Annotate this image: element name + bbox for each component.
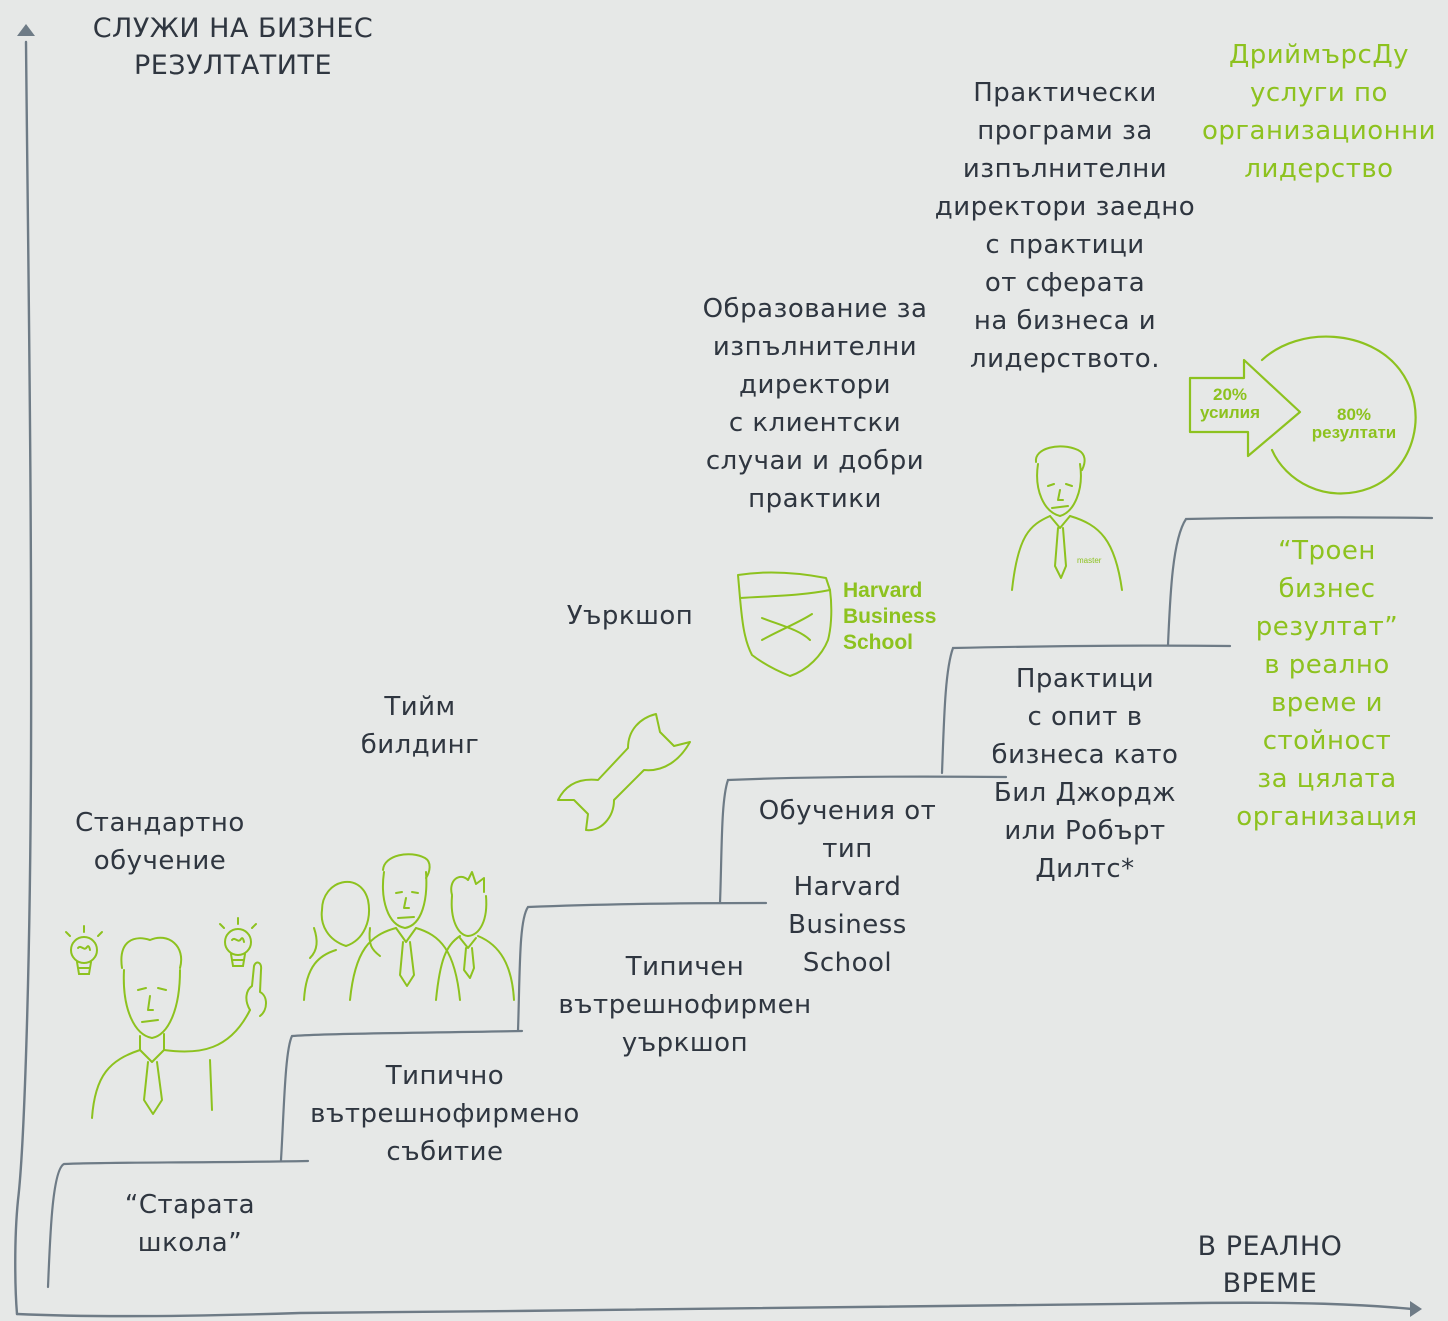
wrench-icon xyxy=(557,713,691,832)
lightbulb-icon xyxy=(65,925,103,975)
arrow-pie-icon xyxy=(1188,335,1417,495)
staircase-line xyxy=(46,516,1434,1289)
businessman-icon xyxy=(91,936,267,1119)
x-axis-line xyxy=(15,1301,1414,1318)
step-4-lower-label: Обучения от тип Harvard Business School xyxy=(758,796,937,978)
y-axis-label: СЛУЖИ НА БИЗНЕС РЕЗУЛТАТИТЕ xyxy=(92,13,374,81)
team-icon xyxy=(303,853,515,1001)
step-1-lower-label: “Старата школа” xyxy=(124,1190,256,1258)
step-5-upper-label: Практически програми за изпълнителни дир… xyxy=(934,78,1196,374)
step-3-lower-label: Типичен вътрешнофирмен уъркшоп xyxy=(558,952,812,1058)
axes xyxy=(14,40,1414,1318)
step-2-upper-label: Тийм билдинг xyxy=(360,692,480,760)
step-6-lower-label: “Троен бизнес резултат” в реално време и… xyxy=(1236,536,1418,832)
lightbulb-icon xyxy=(219,917,257,967)
master-person-icon xyxy=(1011,445,1123,591)
x-axis-arrow-icon xyxy=(1410,1301,1422,1317)
effort-percent-label: 20% усилия xyxy=(1199,385,1261,422)
y-axis-arrow-icon xyxy=(17,24,35,36)
master-tag: master xyxy=(1077,556,1102,565)
shield-icon xyxy=(737,571,833,677)
result-percent-label: 80% резултати xyxy=(1311,405,1397,442)
step-4-upper-label: Образование за изпълнителни директори с … xyxy=(702,294,928,514)
step-5-lower-label: Практици с опит в бизнеса като Бил Джорд… xyxy=(991,664,1179,884)
step-1-upper-label: Стандартно обучение xyxy=(75,808,245,876)
y-axis-line xyxy=(14,40,33,1316)
hbs-logo-text: Harvard Business School xyxy=(843,579,937,654)
x-axis-label: В РЕАЛНО ВРЕМЕ xyxy=(1197,1231,1343,1299)
step-6-upper-label: ДриймърсДу услуги по организационни лиде… xyxy=(1201,40,1437,184)
step-3-upper-label: Уъркшоп xyxy=(566,601,694,631)
step-2-lower-label: Типично вътрешнофирмено събитие xyxy=(310,1061,580,1167)
